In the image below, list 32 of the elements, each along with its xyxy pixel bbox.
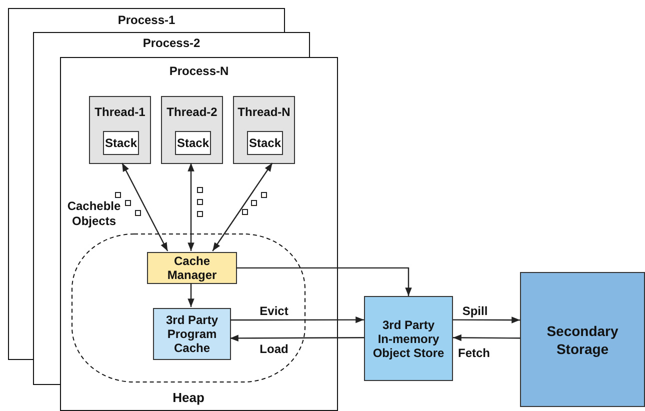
arrow [188, 163, 194, 251]
storage-box: Secondary Storage [520, 272, 645, 407]
thread-box [233, 96, 295, 164]
thread-title: Thread-2 [166, 105, 218, 119]
stacked-process-card: Process-1 [8, 8, 285, 33]
thread-box [89, 96, 151, 164]
heap-label: Heap [172, 390, 204, 405]
arrow [236, 267, 412, 296]
stacked-process-card: Process-2 [33, 32, 310, 57]
edge-label: Fetch [456, 347, 492, 360]
arrow [230, 316, 364, 324]
process-box: Cache Manager [147, 252, 237, 284]
edge-label: Spill [460, 305, 490, 318]
arrow [212, 162, 273, 252]
stack-box: Stack [103, 131, 139, 155]
thread-title: Thread-N [238, 105, 290, 119]
thread-box [161, 96, 223, 164]
arrow [188, 283, 194, 307]
edge-label: Load [258, 343, 290, 356]
stack-box: Stack [247, 131, 283, 155]
arrow [453, 316, 520, 324]
arrow [230, 334, 364, 342]
process-box [60, 57, 338, 411]
stack-box: Stack [175, 131, 211, 155]
annotation-text: Cacheble Objects [66, 199, 122, 229]
arrow [122, 162, 168, 252]
thread-title: Thread-1 [94, 105, 146, 119]
arrow [453, 334, 520, 342]
process-box: 3rd Party Program Cache [153, 308, 231, 360]
edge-label: Evict [258, 305, 290, 318]
process-box: 3rd Party In-memory Object Store [364, 296, 453, 381]
process-title: Process-N [168, 64, 230, 78]
